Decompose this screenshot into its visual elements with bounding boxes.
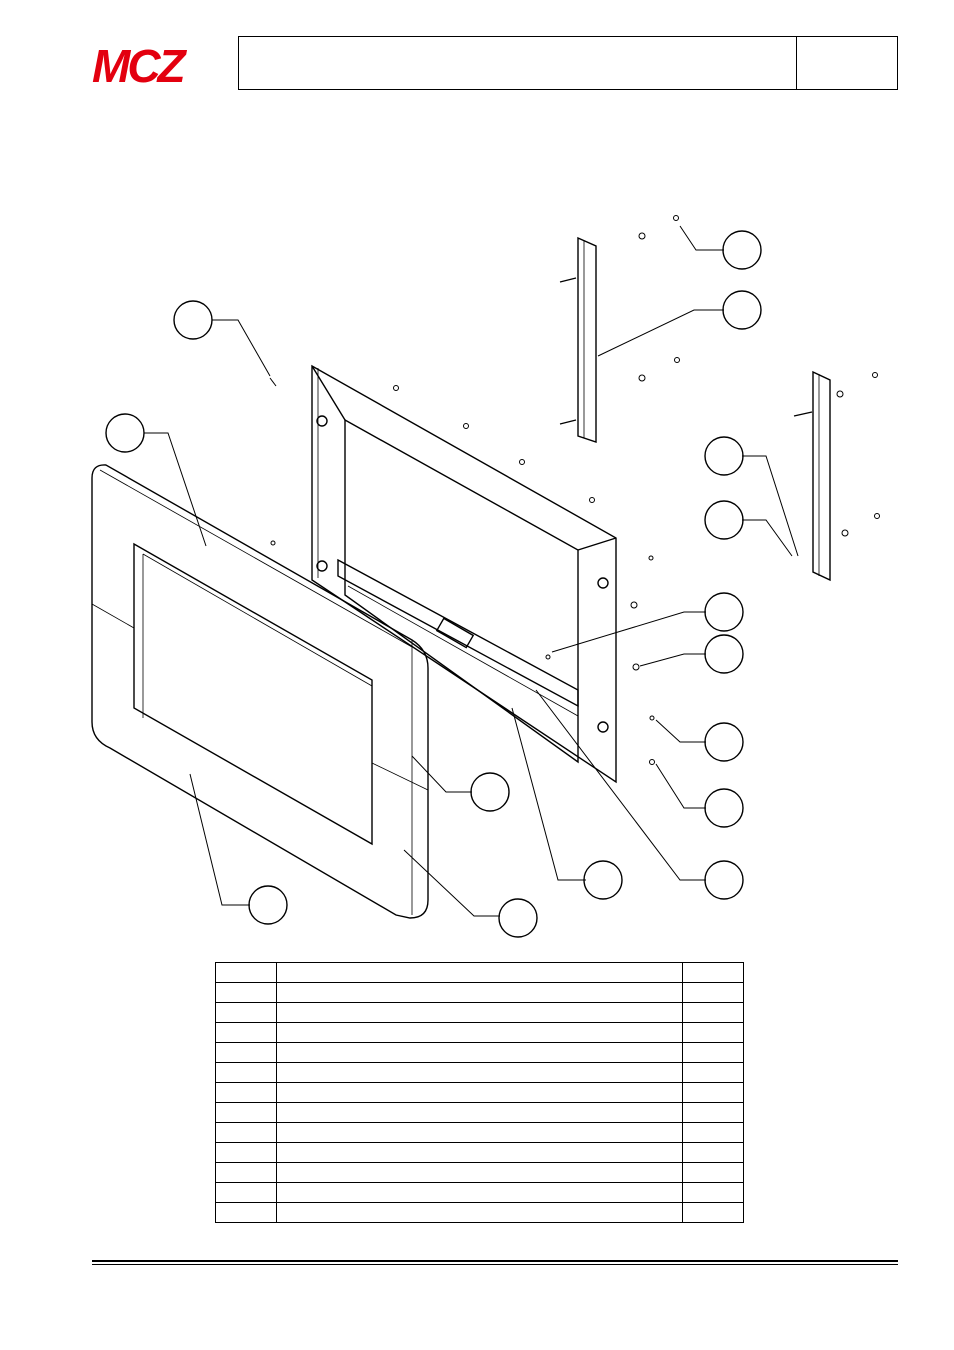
- callout-balloon: [583, 860, 623, 900]
- front-cover-frame: [91, 464, 429, 919]
- callout-balloon: [704, 500, 744, 540]
- part-code-cell: [682, 1062, 744, 1083]
- part-description-cell: [276, 1022, 683, 1043]
- part-code-cell: [682, 982, 744, 1003]
- part-code-cell: [682, 1202, 744, 1223]
- part-description-cell: [276, 1162, 683, 1183]
- part-position-cell: [215, 1142, 277, 1163]
- logo-lettering: MCZ: [92, 40, 188, 88]
- part-description-cell: [276, 1042, 683, 1063]
- callout-balloon: [498, 898, 538, 938]
- callout-balloon: [173, 300, 213, 340]
- part-description-cell: [276, 962, 683, 983]
- table-row: [215, 1082, 744, 1103]
- table-row: [215, 1102, 744, 1123]
- callout-balloon: [248, 885, 288, 925]
- part-description-cell: [276, 1062, 683, 1083]
- table-row: [215, 1122, 744, 1143]
- table-row: [215, 1142, 744, 1163]
- callout-balloon: [722, 230, 762, 270]
- callout-balloon: [704, 722, 744, 762]
- header-divider: [796, 37, 797, 89]
- part-description-cell: [276, 982, 683, 1003]
- part-code-cell: [682, 1082, 744, 1103]
- part-description-cell: [276, 1122, 683, 1143]
- table-row: [215, 1002, 744, 1023]
- part-code-cell: [682, 1162, 744, 1183]
- callout-balloon: [105, 413, 145, 453]
- table-row: [215, 1162, 744, 1183]
- table-row: [215, 962, 744, 983]
- part-description-cell: [276, 1142, 683, 1163]
- table-row: [215, 1062, 744, 1083]
- footer-rule: [92, 1260, 898, 1262]
- part-description-cell: [276, 1202, 683, 1223]
- part-description-cell: [276, 1182, 683, 1203]
- callout-balloon: [470, 772, 510, 812]
- parts-table-body: [215, 962, 744, 1223]
- bracket-lower: [793, 370, 831, 582]
- callout-balloon: [704, 634, 744, 674]
- part-position-cell: [215, 982, 277, 1003]
- part-position-cell: [215, 1002, 277, 1023]
- part-code-cell: [682, 1182, 744, 1203]
- table-row: [215, 1042, 744, 1063]
- part-code-cell: [682, 1142, 744, 1163]
- part-position-cell: [215, 1122, 277, 1143]
- parts-table: [215, 962, 744, 1223]
- part-code-cell: [682, 1042, 744, 1063]
- part-code-cell: [682, 1002, 744, 1023]
- callout-balloon: [704, 788, 744, 828]
- part-code-cell: [682, 1122, 744, 1143]
- bracket-upper: [559, 236, 597, 443]
- callout-balloon: [704, 436, 744, 476]
- mcz-logo: MCZ: [92, 40, 232, 92]
- part-description-cell: [276, 1102, 683, 1123]
- table-row: [215, 1022, 744, 1043]
- callout-balloons: [105, 230, 762, 938]
- part-position-cell: [215, 1102, 277, 1123]
- part-position-cell: [215, 962, 277, 983]
- part-position-cell: [215, 1182, 277, 1203]
- callout-balloon: [722, 290, 762, 330]
- callout-balloon: [704, 860, 744, 900]
- leader-lines: [144, 225, 799, 917]
- screws: [269, 215, 880, 765]
- part-code-cell: [682, 1022, 744, 1043]
- part-position-cell: [215, 1022, 277, 1043]
- part-code-cell: [682, 1102, 744, 1123]
- part-position-cell: [215, 1062, 277, 1083]
- part-description-cell: [276, 1082, 683, 1103]
- part-position-cell: [215, 1202, 277, 1223]
- part-position-cell: [215, 1042, 277, 1063]
- header-box: [238, 36, 898, 90]
- callout-balloon: [704, 592, 744, 632]
- table-row: [215, 982, 744, 1003]
- exploded-drawing: [91, 215, 880, 938]
- mcz-logo-graphic: MCZ: [92, 40, 191, 92]
- part-position-cell: [215, 1082, 277, 1103]
- table-row: [215, 1182, 744, 1203]
- rear-frame: [311, 364, 617, 784]
- part-position-cell: [215, 1162, 277, 1183]
- part-description-cell: [276, 1002, 683, 1023]
- table-row: [215, 1202, 744, 1223]
- part-code-cell: [682, 962, 744, 983]
- footer-rule-thin: [92, 1264, 898, 1265]
